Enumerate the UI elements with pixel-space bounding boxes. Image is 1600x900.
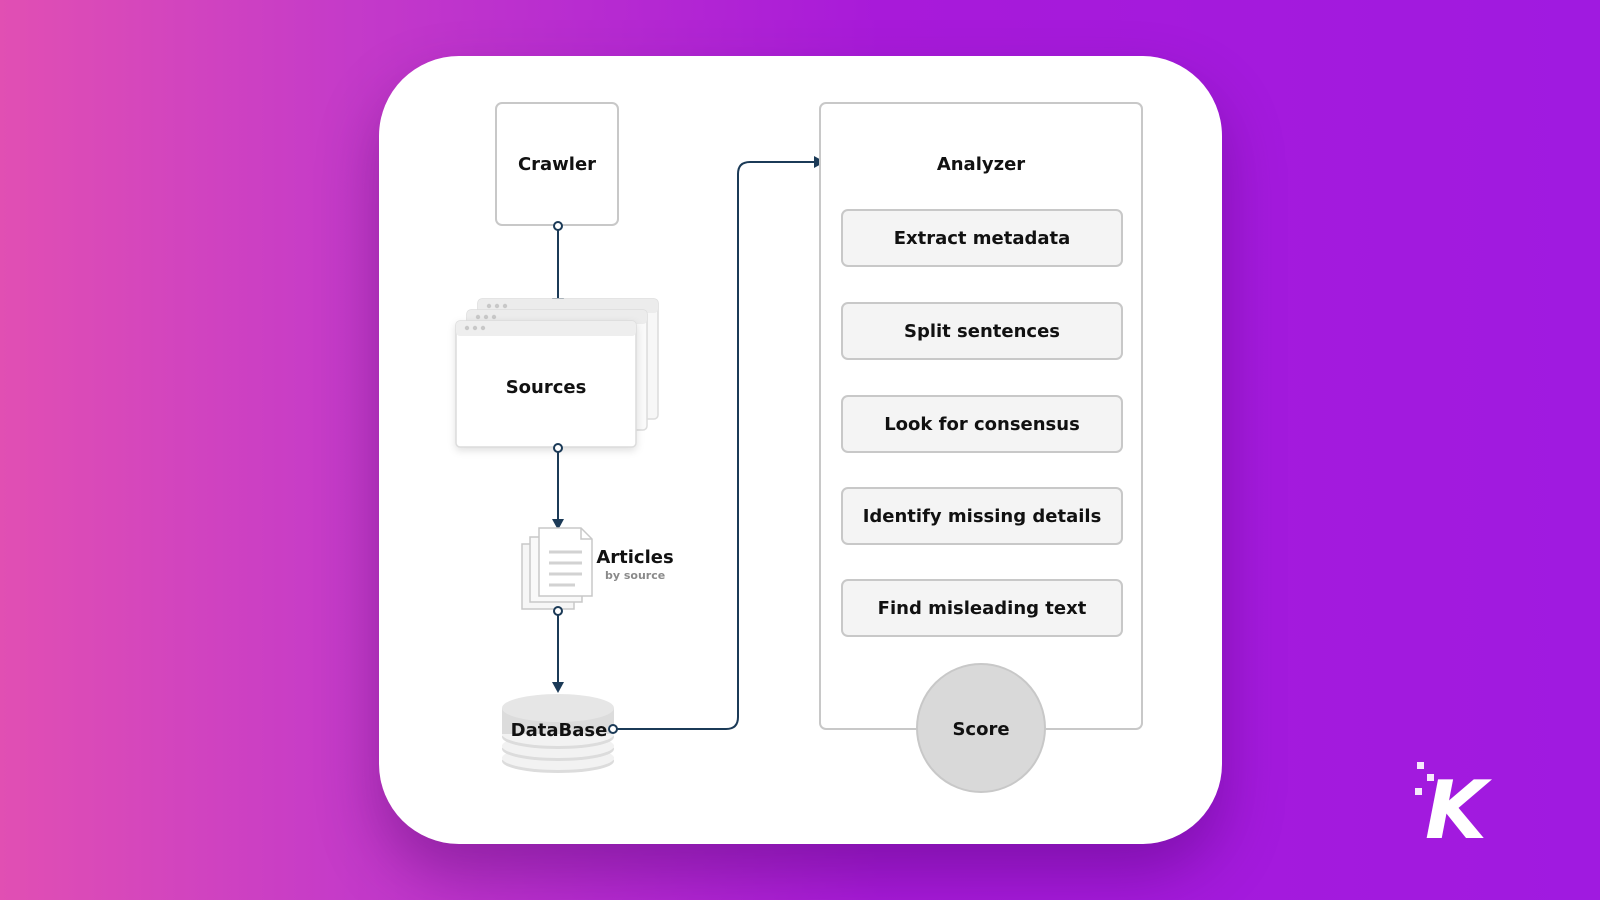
flow-diagram: Crawler Sources — [455, 102, 1143, 793]
analyzer-step: Look for consensus — [841, 395, 1123, 453]
articles-node: Articles by source — [521, 527, 674, 610]
dot-crawler-out — [553, 221, 563, 231]
analyzer-title: Analyzer — [937, 154, 1025, 175]
database-icon — [502, 694, 614, 773]
connector-database-analyzer — [616, 161, 815, 730]
dot-database-out — [608, 724, 618, 734]
dot-articles-out — [553, 606, 563, 616]
analyzer-step-label: Extract metadata — [894, 228, 1071, 249]
analyzer-step: Split sentences — [841, 302, 1123, 360]
arrowhead-database — [552, 682, 564, 693]
analyzer-step: Find misleading text — [841, 579, 1123, 637]
score-node: Score — [916, 663, 1046, 793]
diagram-card: Crawler Sources — [379, 56, 1222, 844]
database-label: DataBase — [511, 720, 608, 741]
sources-icon — [455, 298, 659, 448]
sources-label: Sources — [506, 377, 587, 398]
articles-sublabel: by source — [605, 569, 665, 582]
analyzer-step-box — [841, 395, 1123, 453]
logo-letter: K — [1425, 764, 1492, 857]
connectors — [552, 156, 825, 730]
articles-icon — [521, 527, 593, 610]
analyzer-step-box — [841, 302, 1123, 360]
articles-label: Articles — [596, 547, 673, 568]
analyzer-step-label: Look for consensus — [884, 414, 1080, 435]
analyzer-step-label: Find misleading text — [878, 598, 1087, 619]
analyzer-step: Identify missing details — [841, 487, 1123, 545]
analyzer-step: Extract metadata — [841, 209, 1123, 267]
knowtechie-k-logo-icon: K — [1415, 762, 1492, 857]
sources-node: Sources — [455, 298, 659, 448]
dot-sources-out — [553, 443, 563, 453]
analyzer-node: Analyzer Extract metadata Split sentence… — [819, 102, 1143, 793]
analyzer-step-label: Identify missing details — [863, 506, 1102, 527]
analyzer-step-box — [841, 487, 1123, 545]
arrowhead-articles — [552, 519, 564, 530]
analyzer-step-box — [841, 579, 1123, 637]
analyzer-step-label: Split sentences — [904, 321, 1060, 342]
database-node: DataBase — [502, 694, 614, 773]
analyzer-step-box — [841, 209, 1123, 267]
score-label: Score — [952, 719, 1009, 740]
crawler-node: Crawler — [495, 102, 619, 226]
crawler-label: Crawler — [518, 154, 596, 175]
connector-dots — [553, 221, 618, 734]
score-circle — [916, 663, 1046, 793]
